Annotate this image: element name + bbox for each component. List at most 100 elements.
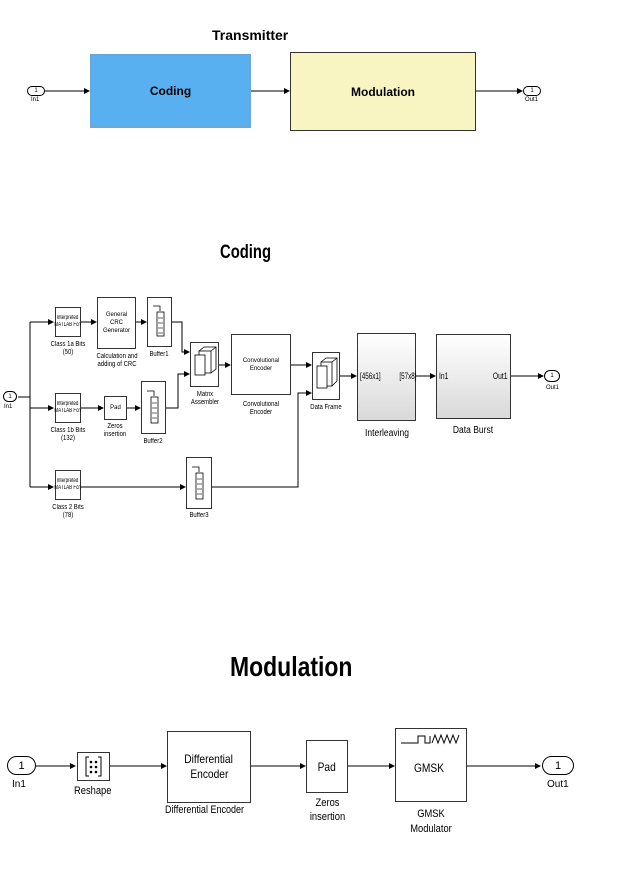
buffer1-label: Buffer1 bbox=[149, 351, 169, 358]
modulation-title: Modulation bbox=[230, 651, 353, 682]
gmsk-text: GMSK bbox=[414, 761, 445, 775]
crc-generator-block[interactable]: General CRC Generator bbox=[97, 297, 136, 349]
conv-caption: Convolutional Encoder bbox=[235, 401, 288, 417]
outport-number: 1 bbox=[530, 88, 534, 94]
modulation-subsystem-block[interactable]: Modulation bbox=[290, 52, 476, 131]
caption-line: Zeros bbox=[315, 797, 340, 809]
inport-number: 1 bbox=[34, 88, 38, 94]
conv-line1: Convolutional bbox=[242, 357, 280, 364]
crc-caption: Calculation and adding of CRC bbox=[94, 353, 140, 369]
coding-outport[interactable]: 1 bbox=[544, 370, 560, 382]
buffer-icon bbox=[192, 466, 204, 500]
diff-line1: Differential bbox=[184, 752, 234, 766]
coding-subsystem-block[interactable]: Coding bbox=[90, 54, 251, 128]
buffer-icon bbox=[147, 390, 159, 424]
inport-number: 1 bbox=[18, 759, 25, 772]
coding-title: Coding bbox=[220, 242, 272, 263]
caption-line: (132) bbox=[61, 435, 75, 442]
caption-line: GMSK bbox=[417, 808, 445, 820]
reshape-block[interactable] bbox=[77, 752, 110, 781]
outport-number: 1 bbox=[550, 373, 554, 379]
coding-inport[interactable]: 1 bbox=[3, 391, 17, 402]
crc-line3: Generator bbox=[102, 328, 130, 334]
caption-line: Class 2 Bits bbox=[52, 504, 84, 511]
caption-line: Class 1b Bits bbox=[50, 427, 86, 434]
caption-line: adding of CRC bbox=[97, 361, 137, 368]
matlab-fcn-block-3[interactable]: Interpreted MATLAB Fcn bbox=[55, 470, 81, 500]
coding-pad-block[interactable]: Pad bbox=[104, 396, 127, 420]
fcn1-caption: Class 1a Bits (50) bbox=[48, 341, 89, 357]
outport-number: 1 bbox=[554, 759, 562, 772]
inport-number: 1 bbox=[8, 393, 12, 400]
caption-line: insertion bbox=[309, 811, 346, 823]
buffer2-label: Buffer2 bbox=[143, 438, 163, 445]
matlab-fcn-block-2[interactable]: Interpreted MATLAB Fcn bbox=[55, 393, 81, 423]
pad-text: Pad bbox=[110, 405, 121, 411]
interleaving-caption: Interleaving bbox=[365, 428, 409, 439]
transmitter-out-label: Out1 bbox=[525, 97, 539, 103]
differential-encoder-block[interactable]: Differential Encoder bbox=[167, 731, 251, 803]
modulation-outport[interactable]: 1 bbox=[542, 756, 574, 775]
buffer3-block[interactable] bbox=[186, 457, 212, 509]
data-burst-block[interactable]: In1 Out1 bbox=[436, 334, 511, 419]
interleaving-block[interactable]: [456x1] [57x8] bbox=[357, 333, 417, 421]
diff-line2: Encoder bbox=[189, 767, 228, 781]
caption-line: Zeros bbox=[107, 423, 123, 430]
differential-encoder-caption: Differential Encoder bbox=[165, 804, 245, 816]
caption-line: (78) bbox=[62, 512, 74, 519]
coding-block-label: Coding bbox=[149, 84, 192, 98]
reshape-label: Reshape bbox=[74, 785, 112, 797]
crc-line2: CRC bbox=[110, 320, 123, 326]
caption-line: (50) bbox=[62, 349, 74, 356]
reshape-icon bbox=[85, 756, 102, 777]
caption-line: Convolutional bbox=[242, 401, 280, 408]
fcn2-caption: Class 1b Bits (132) bbox=[48, 427, 89, 443]
modulation-pad-caption: Zeros insertion bbox=[300, 796, 355, 824]
conv-line2: Encoder bbox=[249, 365, 273, 372]
transmitter-in-label: In1 bbox=[31, 97, 40, 103]
matrix-concat-icon bbox=[316, 357, 338, 389]
caption-line: Class 1a Bits bbox=[50, 341, 86, 348]
transmitter-title: Transmitter bbox=[212, 27, 289, 43]
modulation-inport[interactable]: 1 bbox=[7, 756, 36, 775]
coding-pad-caption: Zeros insertion bbox=[99, 423, 131, 439]
coding-out-label: Out1 bbox=[546, 385, 560, 391]
modulation-out-label: Out1 bbox=[547, 779, 569, 790]
gmsk-modulator-block[interactable]: GMSK bbox=[395, 728, 467, 802]
buffer1-block[interactable] bbox=[147, 297, 172, 347]
crc-line1: General bbox=[105, 312, 128, 318]
transmitter-inport[interactable]: 1 bbox=[27, 86, 45, 96]
interleaving-out-port: [57x8] bbox=[399, 371, 417, 381]
data-burst-caption: Data Burst bbox=[452, 425, 494, 436]
caption-line: Assembler bbox=[190, 399, 220, 406]
buffer2-block[interactable] bbox=[141, 381, 166, 434]
fcn-line2: MATLAB Fcn bbox=[54, 408, 82, 414]
caption-line: insertion bbox=[103, 431, 127, 438]
convolutional-encoder-block[interactable]: Convolutional Encoder bbox=[231, 334, 291, 395]
interleaving-in-port: [456x1] bbox=[360, 371, 381, 381]
fcn-line1: Interpreted bbox=[57, 401, 79, 407]
waveform-icon bbox=[401, 733, 460, 745]
data-frame-label: Data Frame bbox=[310, 404, 342, 411]
matlab-fcn-block-1[interactable]: Interpreted MATLAB Fcn bbox=[55, 307, 81, 337]
caption-line: Matrix bbox=[196, 391, 214, 398]
buffer3-label: Buffer3 bbox=[189, 512, 209, 519]
transmitter-outport[interactable]: 1 bbox=[523, 86, 541, 96]
caption-line: Encoder bbox=[249, 409, 273, 416]
matrix-concat-icon bbox=[194, 346, 217, 376]
caption-line: Modulator bbox=[410, 823, 452, 835]
gmsk-caption: GMSK Modulator bbox=[395, 807, 467, 837]
pad-text: Pad bbox=[317, 759, 337, 774]
modulation-in-label: In1 bbox=[12, 779, 26, 790]
fcn3-caption: Class 2 Bits (78) bbox=[48, 504, 89, 520]
coding-in-label: In1 bbox=[4, 404, 13, 410]
data-frame-block[interactable] bbox=[312, 352, 340, 400]
fcn-line1: Interpreted bbox=[57, 478, 79, 484]
burst-in-port: In1 bbox=[439, 371, 449, 381]
buffer-icon bbox=[153, 305, 165, 337]
modulation-pad-block[interactable]: Pad bbox=[306, 740, 348, 793]
fcn-line2: MATLAB Fcn bbox=[54, 485, 82, 491]
matrix-assembler-block[interactable] bbox=[190, 342, 219, 387]
caption-line: Calculation and bbox=[96, 353, 138, 360]
